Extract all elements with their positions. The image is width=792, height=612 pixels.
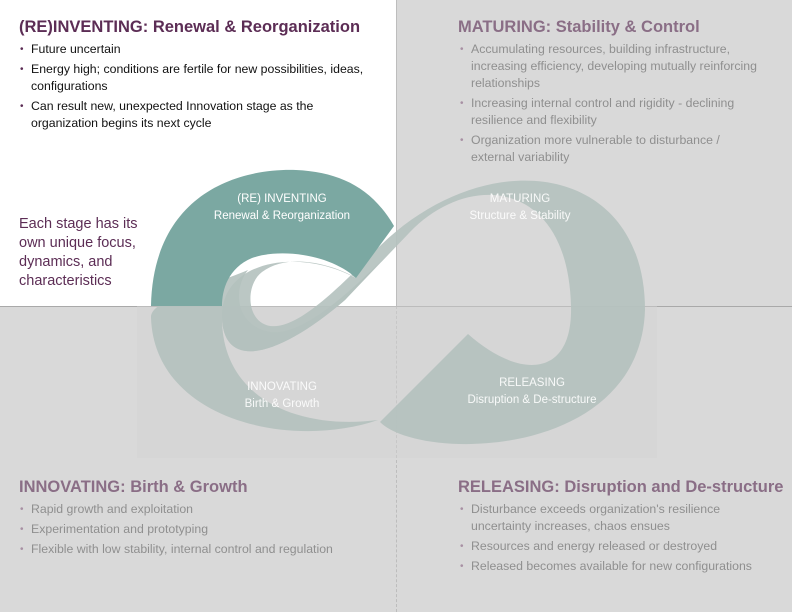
maturing-bullets: Accumulating resources, building infrast… <box>459 41 759 169</box>
innovating-title: INNOVATING: Birth & Growth <box>19 478 248 496</box>
loop-label-releasing: RELEASING <box>499 377 565 389</box>
loop-label-innovating: INNOVATING <box>247 381 317 393</box>
horizontal-divider <box>0 306 792 307</box>
bullet-item: Can result new, unexpected Innovation st… <box>19 98 369 132</box>
reinventing-bullets: Future uncertain Energy high; conditions… <box>19 41 369 135</box>
bullet-item: Disturbance exceeds organization's resil… <box>459 501 769 535</box>
reinventing-title: (RE)INVENTING: Renewal & Reorganization <box>19 18 361 36</box>
loop-sub-maturing: Structure & Stability <box>470 210 571 222</box>
releasing-title: RELEASING: Disruption and De-structure <box>458 478 784 496</box>
loop-band-teal <box>151 169 394 306</box>
bullet-item: Resources and energy released or destroy… <box>459 538 769 555</box>
innovating-bullets: Rapid growth and exploitation Experiment… <box>19 501 379 561</box>
loop-sub-innovating: Birth & Growth <box>245 398 320 410</box>
bullet-item: Released becomes available for new confi… <box>459 558 769 575</box>
vertical-divider <box>396 0 397 306</box>
loop-sub-reinventing: Renewal & Reorganization <box>214 210 350 222</box>
loop-band-gray <box>221 180 645 445</box>
maturing-title: MATURING: Stability & Control <box>458 18 700 36</box>
vertical-divider-dashed <box>396 306 397 612</box>
releasing-bullets: Disturbance exceeds organization's resil… <box>459 501 769 578</box>
bullet-item: Increasing internal control and rigidity… <box>459 95 759 129</box>
bullet-item: Rapid growth and exploitation <box>19 501 379 518</box>
bullet-item: Organization more vulnerable to disturba… <box>459 132 759 166</box>
bullet-item: Future uncertain <box>19 41 369 58</box>
loop-sub-releasing: Disruption & De-structure <box>467 394 596 406</box>
bullet-item: Energy high; conditions are fertile for … <box>19 61 369 95</box>
bullet-item: Accumulating resources, building infrast… <box>459 41 759 92</box>
loop-label-reinventing: (RE) INVENTING <box>237 193 327 205</box>
bullet-item: Flexible with low stability, internal co… <box>19 541 379 558</box>
bullet-item: Experimentation and prototyping <box>19 521 379 538</box>
loop-label-maturing: MATURING <box>490 193 551 205</box>
side-note: Each stage has its own unique focus, dyn… <box>19 216 138 289</box>
